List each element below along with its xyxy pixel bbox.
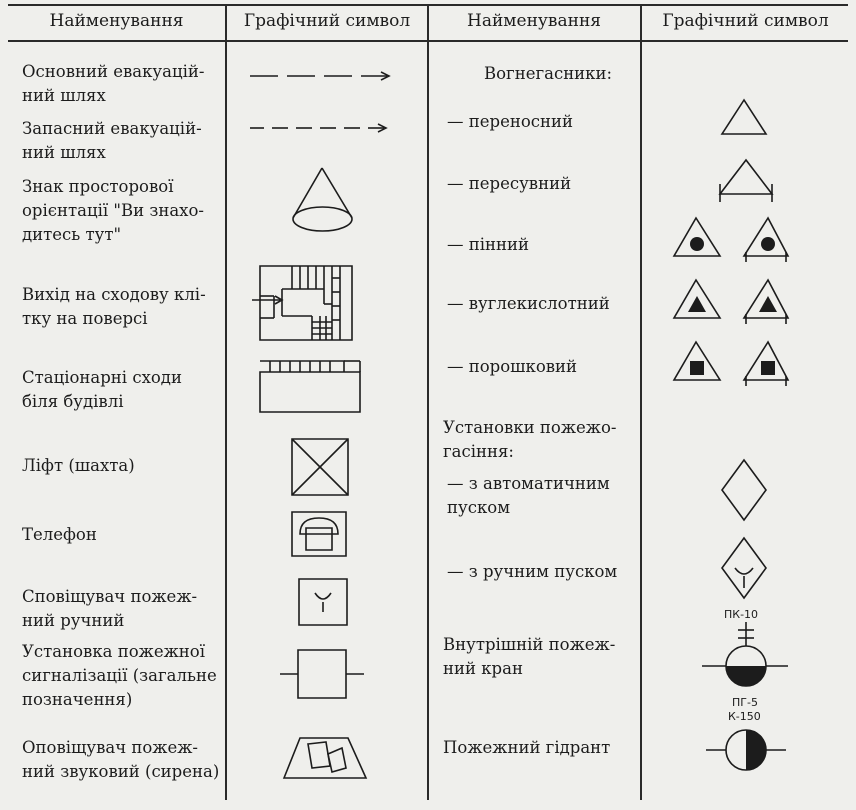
name-internal-hydrant: Внутрішній пожеж-ний кран bbox=[443, 635, 616, 678]
name-main-evacuation-route: Основний евакуацій-ний шлях bbox=[22, 62, 205, 105]
name-fire-siren: Оповіщувач пожеж-ний звуковий (сирена) bbox=[22, 738, 220, 781]
hydrant-label-2: К-150 bbox=[728, 710, 761, 723]
you-are-here-cone-icon bbox=[288, 166, 358, 236]
stairwell-exit-icon bbox=[252, 264, 362, 344]
stationary-stairs-icon bbox=[258, 356, 368, 416]
header-symbol-1: Графічний символ bbox=[243, 11, 411, 31]
name-mobile: — пересувний bbox=[447, 174, 572, 193]
powder-extinguisher-icon bbox=[670, 340, 800, 388]
col-divider-2 bbox=[427, 4, 429, 800]
name-reserve-evacuation-route: Запасний евакуацій-ний шлях bbox=[22, 119, 202, 162]
internal-fire-crane-icon: ПК-10 bbox=[700, 608, 790, 692]
reserve-route-line-icon bbox=[250, 118, 400, 138]
name-stairwell-exit: Вихід на сходову клі-тку на поверсі bbox=[22, 285, 206, 328]
name-extinguishers: Вогнегасники: bbox=[484, 64, 613, 83]
fire-alarm-installation-icon bbox=[278, 648, 368, 700]
name-extinguishing-installations: Установки пожежо-гасіння: bbox=[443, 418, 617, 461]
crane-label: ПК-10 bbox=[724, 608, 758, 621]
telephone-icon bbox=[290, 510, 350, 558]
main-route-line-icon bbox=[250, 66, 400, 86]
manual-installation-icon bbox=[720, 536, 770, 602]
portable-extinguisher-icon bbox=[718, 98, 772, 138]
fire-siren-icon bbox=[282, 734, 372, 782]
name-manual-fire-detector: Сповіщувач пожеж-ний ручний bbox=[22, 587, 198, 630]
name-powder: — порошковий bbox=[447, 357, 578, 376]
header-name-1: Найменування bbox=[49, 11, 184, 31]
co2-extinguisher-icon bbox=[670, 278, 800, 326]
col-divider-3 bbox=[640, 4, 642, 800]
name-foam: — пінний bbox=[447, 235, 530, 254]
name-portable: — переносний bbox=[447, 112, 573, 131]
name-fire-hydrant: Пожежний гідрант bbox=[443, 738, 611, 757]
name-manual-start: — з ручним пуском bbox=[447, 562, 618, 581]
hydrant-label-1: ПГ-5 bbox=[732, 696, 758, 709]
header-name-2: Найменування bbox=[467, 11, 601, 31]
name-telephone: Телефон bbox=[22, 525, 97, 544]
fire-hydrant-icon: ПГ-5 К-150 bbox=[700, 696, 790, 774]
automatic-installation-icon bbox=[720, 458, 770, 524]
name-elevator-shaft: Ліфт (шахта) bbox=[22, 456, 135, 475]
mobile-extinguisher-icon bbox=[712, 158, 782, 204]
foam-extinguisher-icon bbox=[670, 216, 800, 264]
manual-detector-icon bbox=[297, 577, 351, 627]
col-divider-1 bbox=[225, 4, 227, 800]
elevator-shaft-icon bbox=[290, 437, 352, 499]
name-co2: — вуглекислотний bbox=[447, 294, 610, 313]
header-symbol-2: Графічний символ bbox=[662, 11, 829, 31]
